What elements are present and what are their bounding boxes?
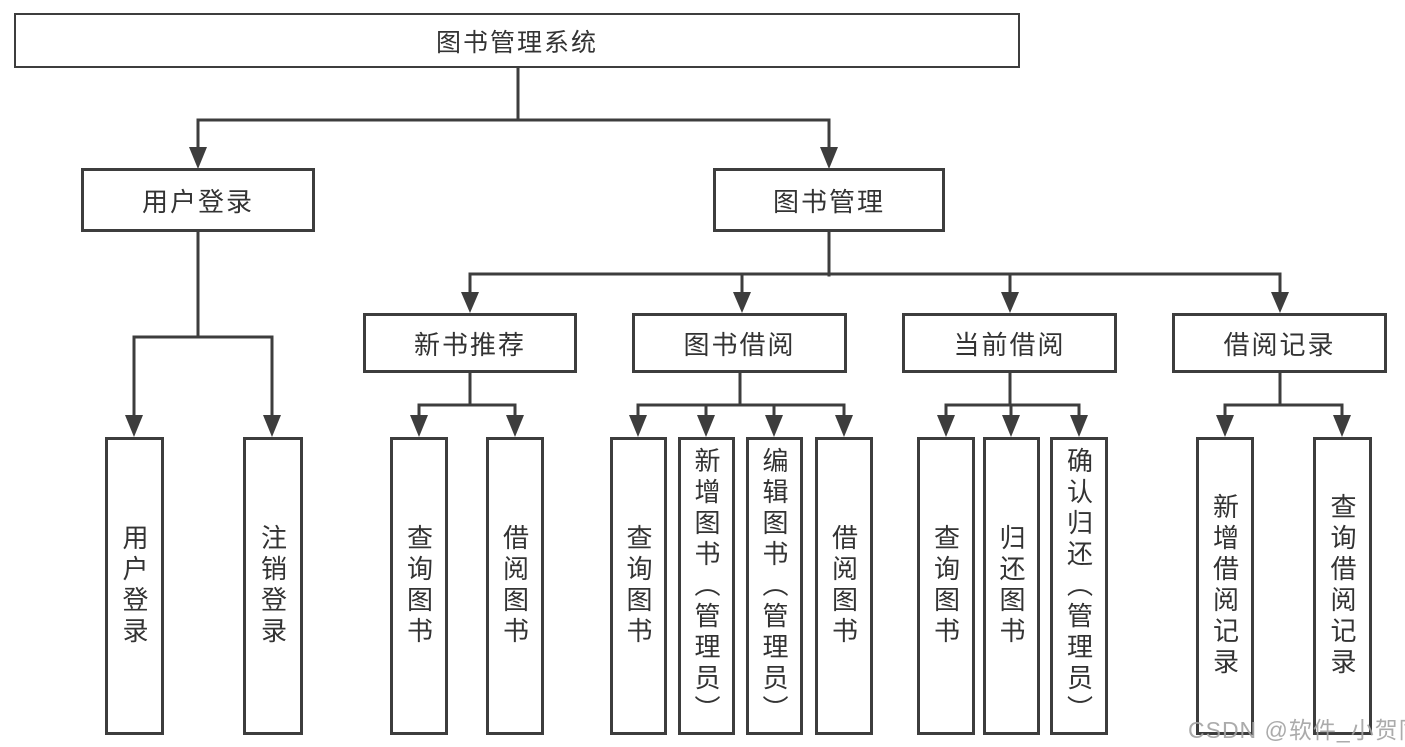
connector-root-to-level2 xyxy=(189,66,838,169)
node-book-borrow: 图书借阅 xyxy=(632,313,847,373)
node-user-login: 用户登录 xyxy=(81,168,315,232)
node-label: 借阅图书 xyxy=(499,524,530,648)
leaf-user-login: 用户登录 xyxy=(105,437,164,735)
node-label: 新增借阅记录 xyxy=(1209,493,1240,679)
node-label: 查询图书 xyxy=(623,524,653,648)
node-label: 查询借阅记录 xyxy=(1327,493,1357,679)
node-label: 用户登录 xyxy=(119,524,149,648)
node-root-library-system: 图书管理系统 xyxy=(14,13,1020,68)
connector-borrow-records-to-leaves xyxy=(1216,371,1351,437)
node-label: 确认归还（管理员） xyxy=(1063,446,1094,726)
node-label: 注销登录 xyxy=(257,524,288,648)
node-book-management: 图书管理 xyxy=(713,168,945,232)
csdn-watermark: CSDN @软件_小贺同学 xyxy=(1188,717,1405,743)
leaf-current-return-books: 归还图书 xyxy=(983,437,1040,735)
node-borrow-records: 借阅记录 xyxy=(1172,313,1387,373)
node-label: 查询图书 xyxy=(403,524,434,648)
leaf-borrow-query-books: 查询图书 xyxy=(610,437,667,735)
leaf-records-add-record: 新增借阅记录 xyxy=(1196,437,1254,735)
node-label: 用户登录 xyxy=(141,186,254,217)
connector-book-borrow-to-leaves xyxy=(629,371,853,437)
node-label: 图书管理系统 xyxy=(435,28,598,57)
connector-book-mgmt-to-level3 xyxy=(461,230,1289,313)
leaf-logout: 注销登录 xyxy=(243,437,303,735)
leaf-newbook-query-books: 查询图书 xyxy=(390,437,448,735)
leaf-current-confirm-return-admin: 确认归还（管理员） xyxy=(1050,437,1108,735)
leaf-newbook-borrow-books: 借阅图书 xyxy=(486,437,544,735)
node-label: 查询图书 xyxy=(930,524,961,648)
node-new-book-recommend: 新书推荐 xyxy=(363,313,577,373)
leaf-records-query-record: 查询借阅记录 xyxy=(1313,437,1372,735)
node-label: 借阅记录 xyxy=(1223,329,1336,360)
leaf-borrow-add-books-admin: 新增图书（管理员） xyxy=(678,437,735,735)
node-label: 编辑图书（管理员） xyxy=(759,446,789,726)
leaf-borrow-edit-books-admin: 编辑图书（管理员） xyxy=(746,437,803,735)
node-label: 新增图书（管理员） xyxy=(691,446,721,726)
leaf-borrow-borrow-books: 借阅图书 xyxy=(815,437,873,735)
node-label: 当前借阅 xyxy=(953,329,1066,360)
node-label: 新书推荐 xyxy=(413,329,526,360)
node-current-borrow: 当前借阅 xyxy=(902,313,1117,373)
connector-new-books-to-leaves xyxy=(410,371,524,437)
node-label: 借阅图书 xyxy=(828,524,859,648)
node-label: 图书借阅 xyxy=(683,329,796,360)
node-label: 图书管理 xyxy=(772,186,885,217)
connector-current-borrow-to-leaves xyxy=(937,371,1088,437)
connector-user-login-to-leaves xyxy=(125,230,281,437)
leaf-current-query-books: 查询图书 xyxy=(917,437,975,735)
node-label: 归还图书 xyxy=(996,524,1026,648)
